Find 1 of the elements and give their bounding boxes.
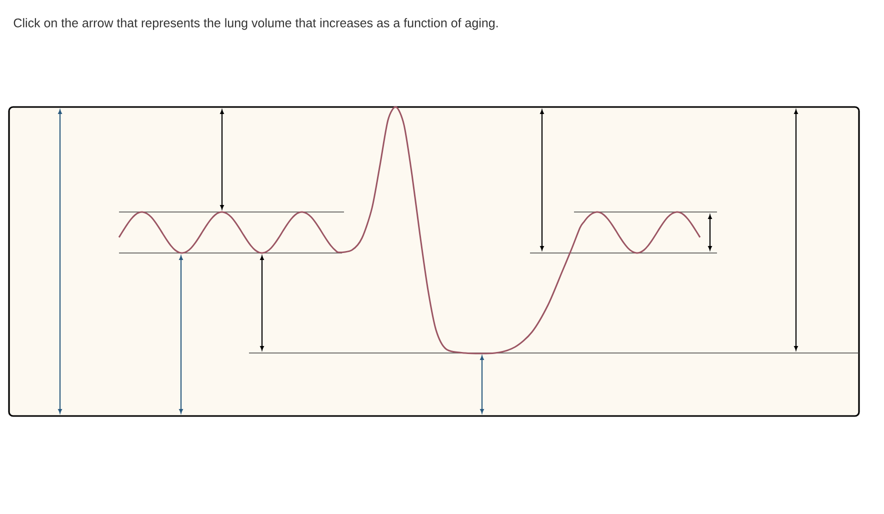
- question-text: Click on the arrow that represents the lung volume that increases as a function of aging.: [14, 18, 498, 30]
